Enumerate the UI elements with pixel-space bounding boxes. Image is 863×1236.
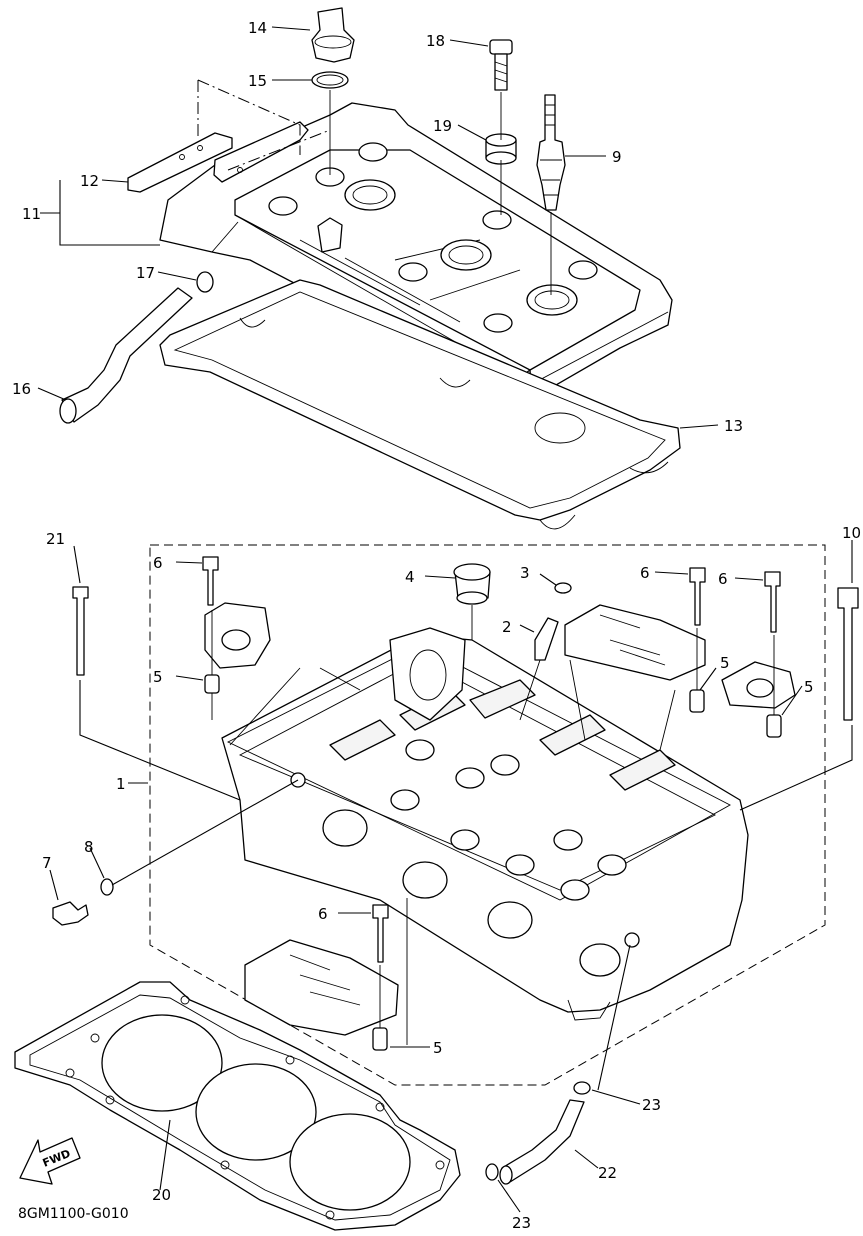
spark-plug — [536, 94, 566, 211]
callout-5-b: 5 — [720, 654, 730, 672]
oil-filler-cap — [311, 7, 355, 89]
clamp — [196, 271, 214, 293]
small-plug — [554, 582, 572, 594]
callout-9: 9 — [612, 148, 622, 166]
temperature-sensor — [534, 617, 559, 661]
fwd-arrow-icon: FWD — [19, 1137, 81, 1185]
washer — [100, 878, 114, 896]
callout-21: 21 — [46, 530, 65, 548]
drain-bolt — [52, 901, 89, 926]
callout-19: 19 — [433, 117, 452, 135]
callout-12: 12 — [80, 172, 99, 190]
callout-6-d: 6 — [318, 905, 328, 923]
callout-6-c: 6 — [718, 570, 728, 588]
hose-clamp-upper — [573, 1081, 591, 1095]
callout-6-b: 6 — [640, 564, 650, 582]
callout-labels: 14 15 18 19 9 12 11 17 16 13 21 10 6 4 3… — [12, 19, 861, 1232]
callout-5-a: 5 — [153, 668, 163, 686]
cylinder-head-cover — [159, 102, 673, 401]
callout-4: 4 — [405, 568, 415, 586]
leader-lines — [37, 26, 853, 1213]
long-head-bolt-left — [72, 586, 89, 676]
callout-23-b: 23 — [512, 1214, 531, 1232]
assembly-boundary — [149, 544, 826, 1086]
callout-16: 16 — [12, 380, 31, 398]
head-gasket — [14, 981, 461, 1231]
drawing-code: 8GM1100-G010 — [18, 1206, 129, 1222]
callout-2: 2 — [502, 618, 512, 636]
callout-13: 13 — [724, 417, 743, 435]
callout-6-a: 6 — [153, 554, 163, 572]
cover-bolt — [489, 39, 513, 91]
callout-5-d: 5 — [433, 1039, 443, 1057]
long-head-bolt-right — [837, 587, 859, 721]
callout-5-c: 5 — [804, 678, 814, 696]
cover-gasket — [159, 279, 681, 530]
callout-23-a: 23 — [642, 1096, 661, 1114]
grommet — [485, 133, 517, 165]
callout-22: 22 — [598, 1164, 617, 1182]
callout-7: 7 — [42, 854, 52, 872]
callout-18: 18 — [426, 32, 445, 50]
cam-end-cap — [453, 563, 491, 605]
callout-11: 11 — [22, 205, 41, 223]
callout-10: 10 — [842, 524, 861, 542]
callout-8: 8 — [84, 838, 94, 856]
callout-3: 3 — [520, 564, 530, 582]
breather-hose — [59, 287, 193, 424]
coolant-hose — [499, 1099, 585, 1185]
callout-15: 15 — [248, 72, 267, 90]
cover-plate — [127, 121, 309, 193]
cam-cap-left — [202, 556, 271, 694]
callout-1: 1 — [116, 775, 126, 793]
callout-14: 14 — [248, 19, 267, 37]
cam-cap-right — [564, 567, 796, 738]
cam-cap-lower — [244, 904, 399, 1051]
cylinder-head — [221, 627, 749, 1021]
hose-clamp-lower — [485, 1163, 499, 1181]
callout-17: 17 — [136, 264, 155, 282]
callout-20: 20 — [152, 1186, 171, 1204]
